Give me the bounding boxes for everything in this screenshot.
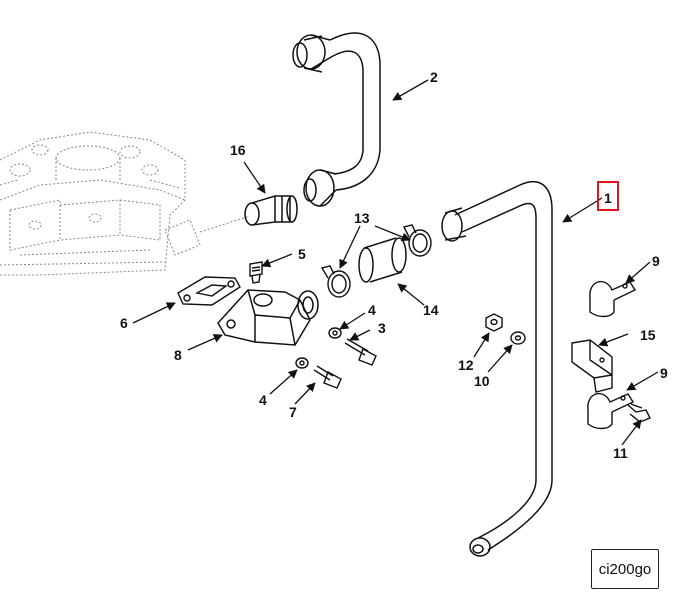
leader-line-engine xyxy=(199,215,251,233)
callout-4-upper: 4 xyxy=(368,302,376,318)
pipe-clamp-part-9-upper xyxy=(589,280,637,318)
washer-part-10 xyxy=(510,331,526,345)
washer-part-4-lower xyxy=(295,357,309,369)
callout-1: 1 xyxy=(604,190,612,206)
callout-9-lower: 9 xyxy=(660,365,668,381)
housing-part-8 xyxy=(217,289,319,346)
callout-1-highlight-box xyxy=(597,181,619,211)
callout-9-upper: 9 xyxy=(652,253,660,269)
plug-part-5 xyxy=(249,261,263,284)
callout-6: 6 xyxy=(120,315,128,331)
fitting-part-16 xyxy=(244,195,298,226)
hose-clamps-part-13 xyxy=(320,224,432,298)
callout-5: 5 xyxy=(298,246,306,262)
callout-13: 13 xyxy=(354,210,370,226)
callout-12: 12 xyxy=(458,357,474,373)
bolt-part-7 xyxy=(313,365,342,389)
reference-code-box: ci200go xyxy=(591,549,659,589)
callout-3: 3 xyxy=(378,320,386,336)
bracket-part-15 xyxy=(571,339,613,393)
leader-lines xyxy=(132,79,659,446)
callout-16: 16 xyxy=(230,142,246,158)
bolt-part-11 xyxy=(627,403,651,423)
callout-7: 7 xyxy=(289,404,297,420)
hose-sleeve-part-14 xyxy=(358,237,407,283)
callout-10: 10 xyxy=(474,373,490,389)
callout-11: 11 xyxy=(613,445,628,461)
callout-15: 15 xyxy=(640,327,656,343)
bolt-part-3 xyxy=(344,338,377,366)
callout-4-lower: 4 xyxy=(259,392,267,408)
gasket-part-6 xyxy=(177,276,241,306)
engine-block-outline xyxy=(0,131,201,276)
callout-14: 14 xyxy=(423,302,439,318)
pipe-clamp-part-9-lower xyxy=(587,392,635,430)
nut-part-12 xyxy=(485,313,503,332)
hose-part-1 xyxy=(441,180,553,557)
callout-8: 8 xyxy=(174,347,182,363)
callout-2: 2 xyxy=(430,69,438,85)
reference-code: ci200go xyxy=(598,560,652,578)
washer-part-4-upper xyxy=(328,327,342,339)
hose-part-2 xyxy=(292,32,381,207)
